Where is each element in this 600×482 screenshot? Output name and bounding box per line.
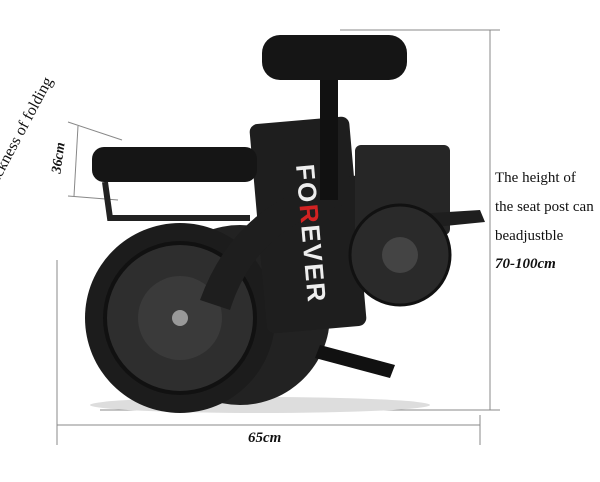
seat-height-line3: beadjustble: [495, 228, 564, 244]
frame: [200, 70, 485, 378]
main-seat: [262, 35, 407, 80]
rear-seat: [92, 147, 257, 182]
chainring: [348, 203, 452, 307]
seat-height-line2: the seat post can: [495, 199, 594, 215]
rear-rack: [102, 181, 250, 221]
seat-height-value: 70-100cm: [495, 256, 556, 272]
length-value: 65cm: [248, 430, 282, 446]
seat-height-line1: The height of: [495, 170, 576, 186]
